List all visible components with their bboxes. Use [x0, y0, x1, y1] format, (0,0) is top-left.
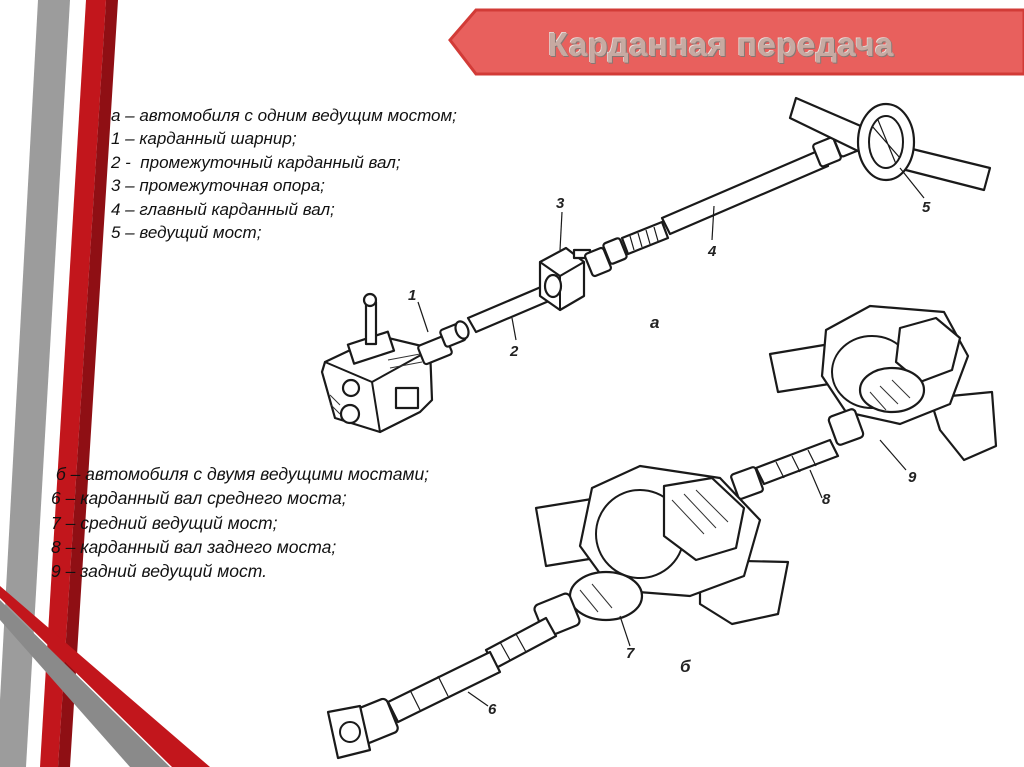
red-corner-wedge: [0, 586, 210, 767]
intermediate-support: [538, 246, 592, 312]
legend-item: а – автомобиля с одним ведущим мостом;: [111, 106, 457, 125]
joint-1: [417, 320, 470, 366]
legend-item: 7 – средний ведущий мост;: [51, 512, 278, 533]
label-3: 3: [556, 195, 565, 212]
gray-corner-wedge: [0, 600, 170, 767]
legend-item: б – автомобиля с двумя ведущими мостами;: [51, 464, 430, 484]
rear-axle: [768, 304, 998, 462]
gearbox: [320, 292, 434, 434]
label-6: 6: [488, 701, 497, 718]
drive-axle: [788, 96, 992, 192]
legend-item: 3 – промежуточная опора;: [111, 176, 325, 196]
middle-axle: [534, 464, 790, 626]
label-7: 7: [626, 645, 635, 662]
legend-two-axles: б – автомобиля с двумя ведущими мостами;…: [51, 462, 429, 583]
label-4: 4: [707, 243, 717, 260]
center-joints: [584, 220, 670, 278]
label-9: 9: [908, 469, 917, 486]
legend-item: 8 – карданный вал заднего моста;: [51, 536, 337, 557]
dark-red-stripe-left: [58, 0, 118, 767]
label-8: 8: [822, 491, 831, 508]
figure-a-assembly: [320, 96, 992, 434]
callouts-a: 1 2 3 4 5 а: [408, 167, 931, 360]
red-stripe-left: [40, 0, 106, 767]
rear-shaft: [730, 438, 840, 500]
legend-single-axle: а – автомобиля с одним ведущим мостом; 1…: [111, 104, 457, 244]
label-a: а: [650, 313, 659, 332]
title-banner: [448, 8, 1024, 76]
legend-item: 1 – карданный шарнир;: [111, 129, 297, 149]
label-b: б: [680, 657, 691, 676]
label-5: 5: [922, 199, 931, 216]
label-2: 2: [509, 343, 519, 360]
label-1: 1: [408, 287, 416, 304]
front-shaft: [326, 592, 581, 760]
figure-b-assembly: [326, 304, 998, 760]
gray-stripe-left: [0, 0, 70, 767]
legend-item: 9 – задний ведущий мост.: [51, 561, 267, 582]
legend-item: 6 – карданный вал среднего моста;: [51, 488, 347, 509]
slide-title: Карданная передача: [548, 26, 894, 63]
legend-item: 5 – ведущий мост;: [111, 222, 262, 242]
main-shaft: [660, 148, 830, 236]
callouts-b: 9 8 7 6 б: [467, 439, 917, 718]
legend-item: 2 - промежуточный карданный вал;: [111, 152, 401, 172]
legend-item: 4 – главный карданный вал;: [111, 199, 335, 219]
